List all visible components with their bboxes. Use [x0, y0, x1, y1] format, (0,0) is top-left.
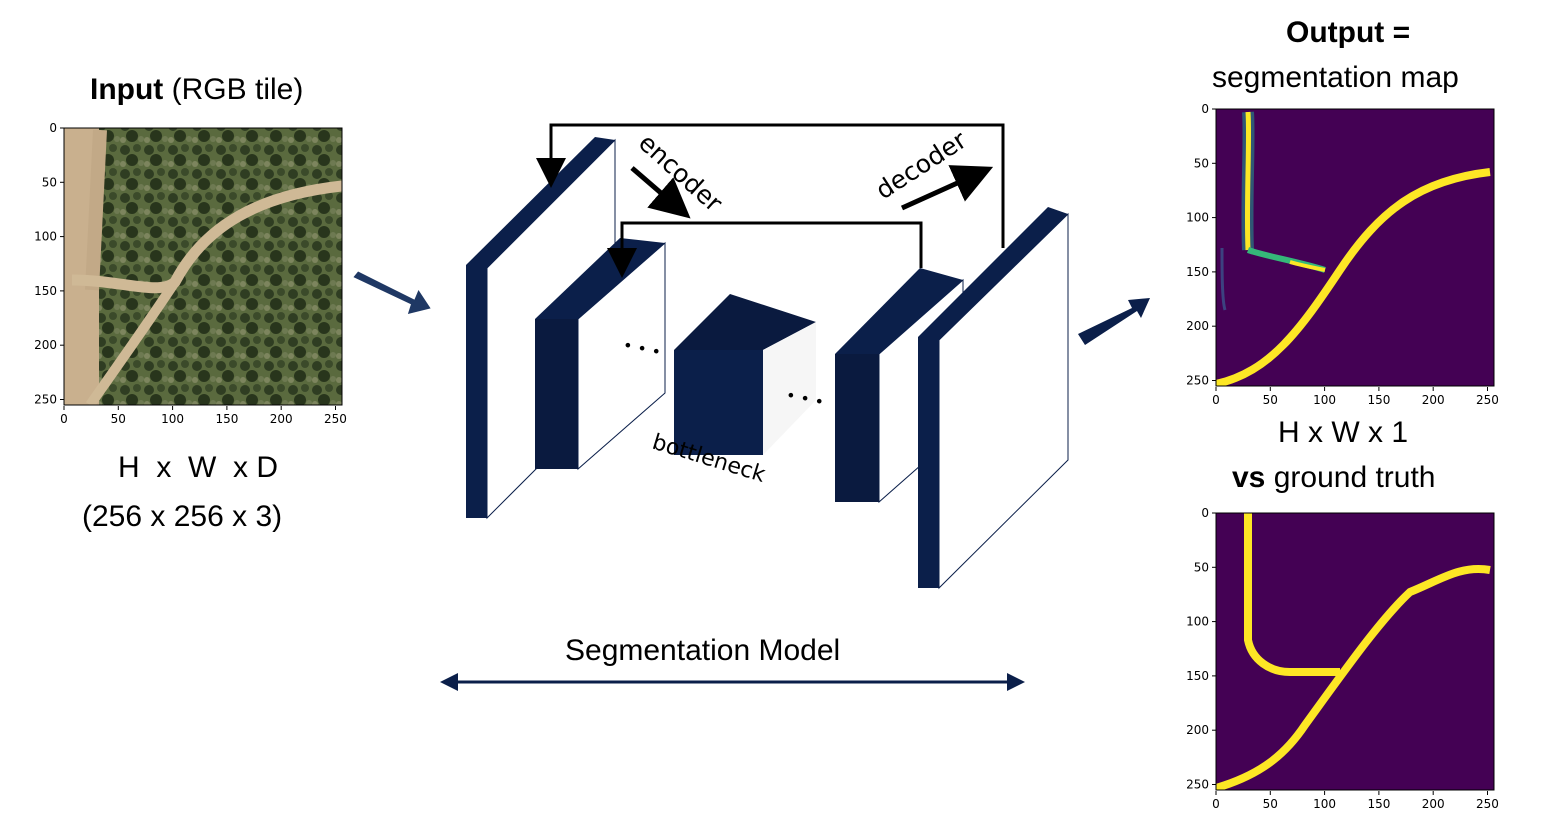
ground-truth-y-tick-label: 50 — [1194, 560, 1209, 574]
model-caption: Segmentation Model — [565, 634, 841, 667]
input-x-tick-label: 100 — [161, 412, 184, 426]
ground-truth-x-tick-label: 50 — [1263, 797, 1278, 811]
input-x-tick-label: 50 — [111, 412, 126, 426]
ground-truth-x-tick-label: 100 — [1313, 797, 1336, 811]
ground-truth-y-tick-label: 250 — [1186, 777, 1209, 791]
ground-truth-y-tick-label: 150 — [1186, 669, 1209, 683]
ground-truth-x-tick-label: 250 — [1476, 797, 1499, 811]
encoder-label: encoder — [633, 128, 729, 218]
decoder-label: decoder — [870, 125, 972, 205]
segmentation-y-tick-label: 150 — [1186, 265, 1209, 279]
input-to-model-arrow — [353, 271, 431, 314]
input-y-tick-label: 150 — [34, 284, 57, 298]
input-x-tick-label: 0 — [60, 412, 68, 426]
segmentation-x-tick-label: 250 — [1476, 393, 1499, 407]
output-subtitle: segmentation map — [1212, 61, 1459, 94]
vs-bold: vs — [1232, 461, 1266, 494]
segmentation-x-tick-label: 50 — [1263, 393, 1278, 407]
input-y-tick-label: 0 — [49, 121, 57, 135]
model-span-arrow — [440, 673, 1025, 691]
inner-skip-connection — [607, 221, 923, 278]
input-x-tick-label: 150 — [215, 412, 238, 426]
input-dims-line1: H x W x D — [118, 451, 278, 484]
decoder-layer-2 — [918, 207, 1069, 590]
ground-truth-map — [1216, 513, 1494, 790]
segmentation-x-tick-label: 150 — [1367, 393, 1390, 407]
input-dims-line2: (256 x 256 x 3) — [82, 500, 283, 533]
input-x-tick-label: 200 — [270, 412, 293, 426]
ground-truth-frame — [1215, 512, 1495, 791]
encoder-layer-2 — [535, 238, 666, 471]
ground-truth-y-tick-label: 0 — [1201, 506, 1209, 520]
segmentation-map — [1216, 109, 1494, 386]
model-to-output-arrow — [1078, 298, 1150, 345]
segmentation-y-tick-label: 100 — [1186, 211, 1209, 225]
segmentation-y-tick-label: 0 — [1201, 102, 1209, 116]
ground-truth-y-tick-label: 200 — [1186, 723, 1209, 737]
ground-truth-y-tick-label: 100 — [1186, 615, 1209, 629]
output-title: Output = — [1286, 16, 1411, 49]
input-title-bold: Input — [90, 73, 164, 106]
segmentation-y-tick-label: 200 — [1186, 319, 1209, 333]
segmentation-x-tick-label: 100 — [1313, 393, 1336, 407]
ground-truth-label: ground truth — [1265, 461, 1436, 494]
ground-truth-x-tick-label: 0 — [1212, 797, 1220, 811]
segmentation-x-tick-label: 0 — [1212, 393, 1220, 407]
output-dims: H x W x 1 — [1278, 416, 1409, 449]
input-y-tick-label: 50 — [42, 175, 57, 189]
input-y-tick-label: 200 — [34, 338, 57, 352]
input-x-tick-label: 250 — [324, 412, 347, 426]
encoder-arrow — [630, 166, 691, 219]
decoder-arrow — [900, 165, 994, 211]
bottleneck-cube — [674, 294, 816, 455]
outer-skip-connection — [536, 123, 1005, 248]
segmentation-y-tick-label: 50 — [1194, 156, 1209, 170]
ground-truth-x-tick-label: 200 — [1422, 797, 1445, 811]
input-image-frame — [63, 127, 343, 406]
input-title: Input (RGB tile) — [90, 75, 303, 105]
input-y-tick-label: 250 — [34, 392, 57, 406]
segmentation-y-tick-label: 250 — [1186, 373, 1209, 387]
input-title-rest: (RGB tile) — [163, 73, 304, 106]
ground-truth-title: vs ground truth — [1232, 463, 1436, 493]
segmentation-x-tick-label: 200 — [1422, 393, 1445, 407]
input-image — [64, 128, 342, 405]
ground-truth-x-tick-label: 150 — [1367, 797, 1390, 811]
input-y-tick-label: 100 — [34, 230, 57, 244]
segmentation-map-frame — [1215, 108, 1495, 387]
